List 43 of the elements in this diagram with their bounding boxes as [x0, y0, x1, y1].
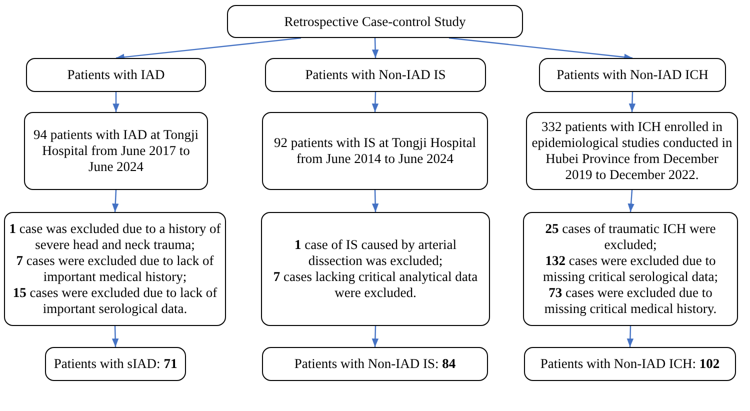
- arrow: [448, 37, 633, 60]
- process-box: [265, 58, 486, 92]
- process-box: [24, 112, 208, 190]
- box-text: 7 cases were excluded due to lack of important medical history;: [15, 253, 215, 285]
- arrow: [628, 190, 634, 212]
- box-text: 73 cases were excluded due to missing critical medical history.: [543, 284, 718, 317]
- arrow: [112, 92, 120, 112]
- box-text: Patients with Non-IAD ICH: 102: [540, 356, 720, 372]
- process-box: [539, 58, 726, 92]
- box-text: 92 patients with IS at Tongji Hospital from June 2014 to June 2024: [272, 135, 478, 167]
- box-text: 15 cases were excluded due to lack of important serological data.: [12, 284, 218, 317]
- box-text: Patients with Non-IAD ICH: [556, 67, 708, 83]
- arrow: [626, 326, 634, 348]
- arrow: [116, 37, 302, 60]
- box-text: 25 cases of traumatic ICH were excluded;: [544, 221, 717, 254]
- arrow: [112, 190, 119, 212]
- box-text: Patients with Non-IAD IS: 84: [294, 356, 456, 372]
- arrow: [628, 92, 636, 112]
- box-text: 94 patients with IAD at Tongji Hospital from June 2017 to June 2024: [32, 127, 200, 175]
- process-box: [45, 347, 186, 381]
- process-box: [4, 212, 226, 326]
- box-text: 7 cases lacking critical analytical data were excluded.: [272, 269, 479, 301]
- arrow: [112, 326, 119, 348]
- title-box: [227, 5, 523, 38]
- process-box: [262, 112, 488, 190]
- box-text: Patients with sIAD: 71: [54, 356, 178, 372]
- arrow: [372, 190, 379, 212]
- arrow: [372, 92, 379, 112]
- box-text: 132 cases were excluded due to missing critical serological data;: [542, 253, 720, 285]
- process-box: [26, 58, 206, 92]
- box-text: Retrospective Case-control Study: [284, 14, 466, 30]
- box-text: 1 case of IS caused by arterial dissection was excluded;: [294, 237, 458, 269]
- box-text: Patients with IAD: [67, 67, 165, 83]
- process-box: [261, 212, 490, 326]
- arrow: [372, 326, 379, 348]
- process-box: [524, 347, 736, 381]
- process-box: [262, 347, 488, 381]
- box-text: Patients with Non-IAD IS: [305, 67, 446, 83]
- arrow: [372, 38, 379, 58]
- process-box: [523, 212, 738, 326]
- box-text: 1 case was excluded due to a history of severe head and neck trauma;: [9, 221, 221, 254]
- process-box: [526, 112, 738, 190]
- box-text: 332 patients with ICH enrolled in epidemiological studies conducted in Hubei Province from December 2019 to December 2022.: [531, 119, 733, 183]
